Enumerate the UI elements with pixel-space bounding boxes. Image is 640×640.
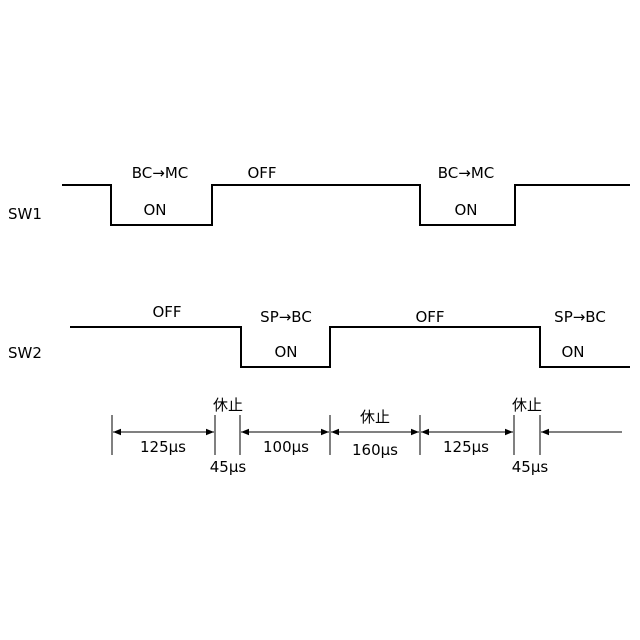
sw2-state-on-2: ON xyxy=(561,343,584,361)
duration-125us-1: 125μs xyxy=(140,438,186,456)
sw2-state-off-1: OFF xyxy=(152,303,181,321)
duration-45us-1: 45μs xyxy=(210,458,247,476)
sw2-state-off-2: OFF xyxy=(415,308,444,326)
sw1-label: SW1 xyxy=(8,205,42,223)
sw1-state-off: OFF xyxy=(247,164,276,182)
sw1-state-bc-mc-2: BC→MC xyxy=(438,164,494,182)
sw2-waveform xyxy=(70,327,630,367)
sw2-state-on-1: ON xyxy=(274,343,297,361)
pause-label-3: 休止 xyxy=(512,396,542,414)
pause-label-1: 休止 xyxy=(213,396,243,414)
sw2-label: SW2 xyxy=(8,344,42,362)
duration-100us: 100μs xyxy=(263,438,309,456)
sw1-state-on-2: ON xyxy=(454,201,477,219)
duration-45us-2: 45μs xyxy=(512,458,549,476)
sw2-state-sp-bc-2: SP→BC xyxy=(554,308,606,326)
duration-125us-2: 125μs xyxy=(443,438,489,456)
pause-label-2: 休止 xyxy=(360,408,390,426)
duration-160us: 160μs xyxy=(352,441,398,459)
sw2-state-sp-bc-1: SP→BC xyxy=(260,308,312,326)
sw1-state-on-1: ON xyxy=(143,201,166,219)
sw1-state-bc-mc-1: BC→MC xyxy=(132,164,188,182)
